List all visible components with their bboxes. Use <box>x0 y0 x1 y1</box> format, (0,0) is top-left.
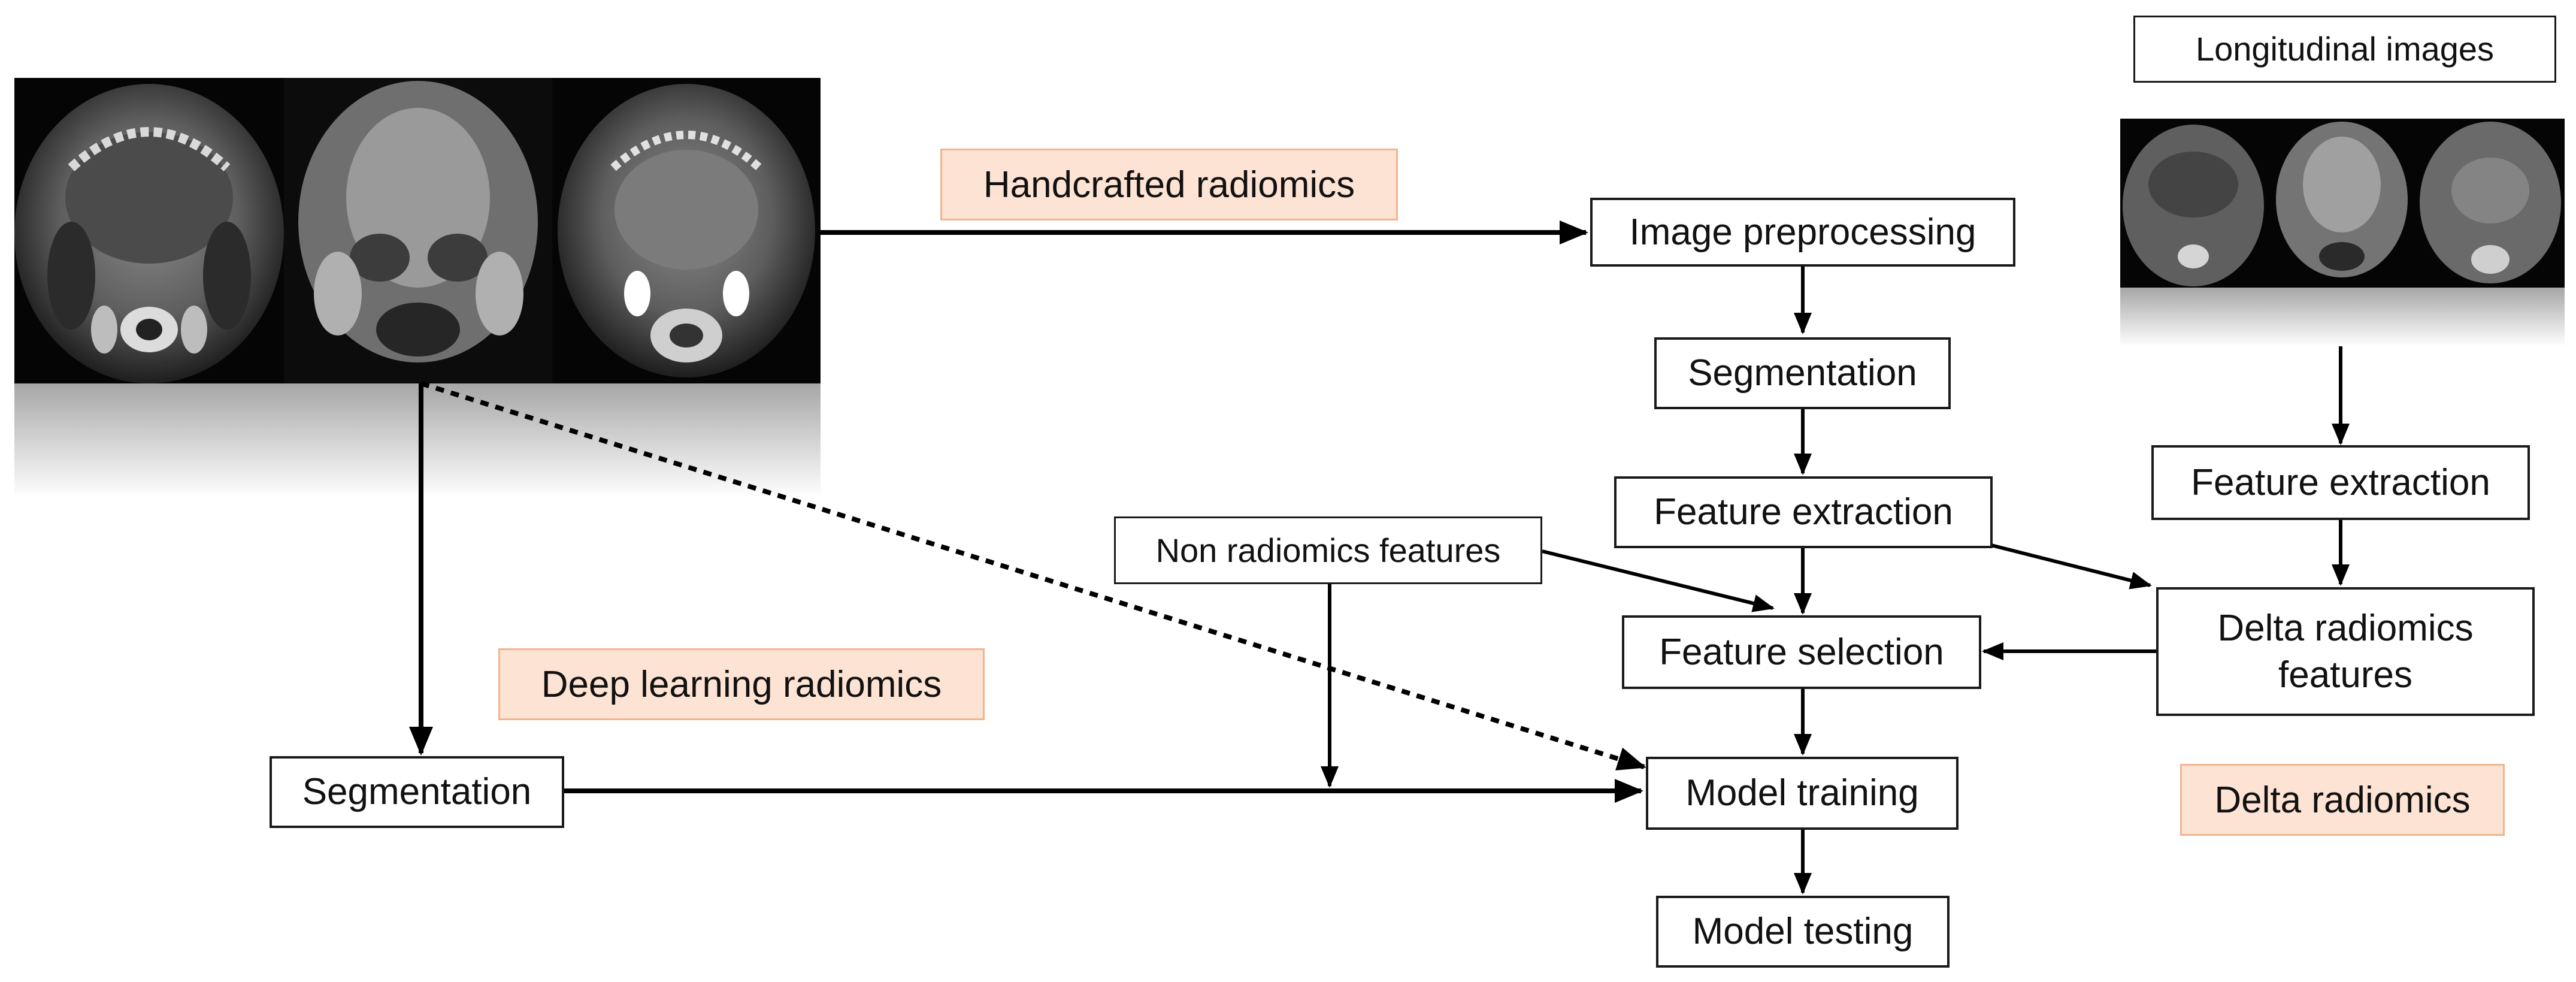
feature-extraction-delta-box: Feature extraction <box>2151 445 2530 520</box>
mri-scan-icon <box>14 78 821 497</box>
longitudinal-images-label: Longitudinal images <box>2133 16 2556 83</box>
feature-selection-box: Feature selection <box>1622 615 1981 689</box>
longitudinal-scan-icon <box>2120 119 2565 346</box>
model-testing-box: Model testing <box>1656 896 1950 968</box>
image-preprocessing-box: Image preprocessing <box>1590 198 2015 267</box>
model-training-box: Model training <box>1646 757 1959 830</box>
mri-triptych-image <box>14 78 821 497</box>
segmentation-box: Segmentation <box>1654 337 1951 409</box>
delta-radiomics-features-box: Delta radiomics features <box>2156 587 2535 716</box>
arrow-nonradiomics-to-selection <box>1542 549 1775 612</box>
longitudinal-mri-image <box>2120 119 2565 346</box>
arrow-extraction-to-delta <box>1991 543 2152 590</box>
feature-extraction-box: Feature extraction <box>1614 476 1993 548</box>
non-radiomics-features-box: Non radiomics features <box>1114 516 1542 584</box>
arrow-image-to-training-dotted <box>420 381 1646 771</box>
deep-learning-radiomics-tag: Deep learning radiomics <box>498 648 985 720</box>
delta-radiomics-tag: Delta radiomics <box>2180 764 2505 836</box>
segmentation-left-box: Segmentation <box>270 756 564 828</box>
handcrafted-radiomics-tag: Handcrafted radiomics <box>940 149 1398 220</box>
